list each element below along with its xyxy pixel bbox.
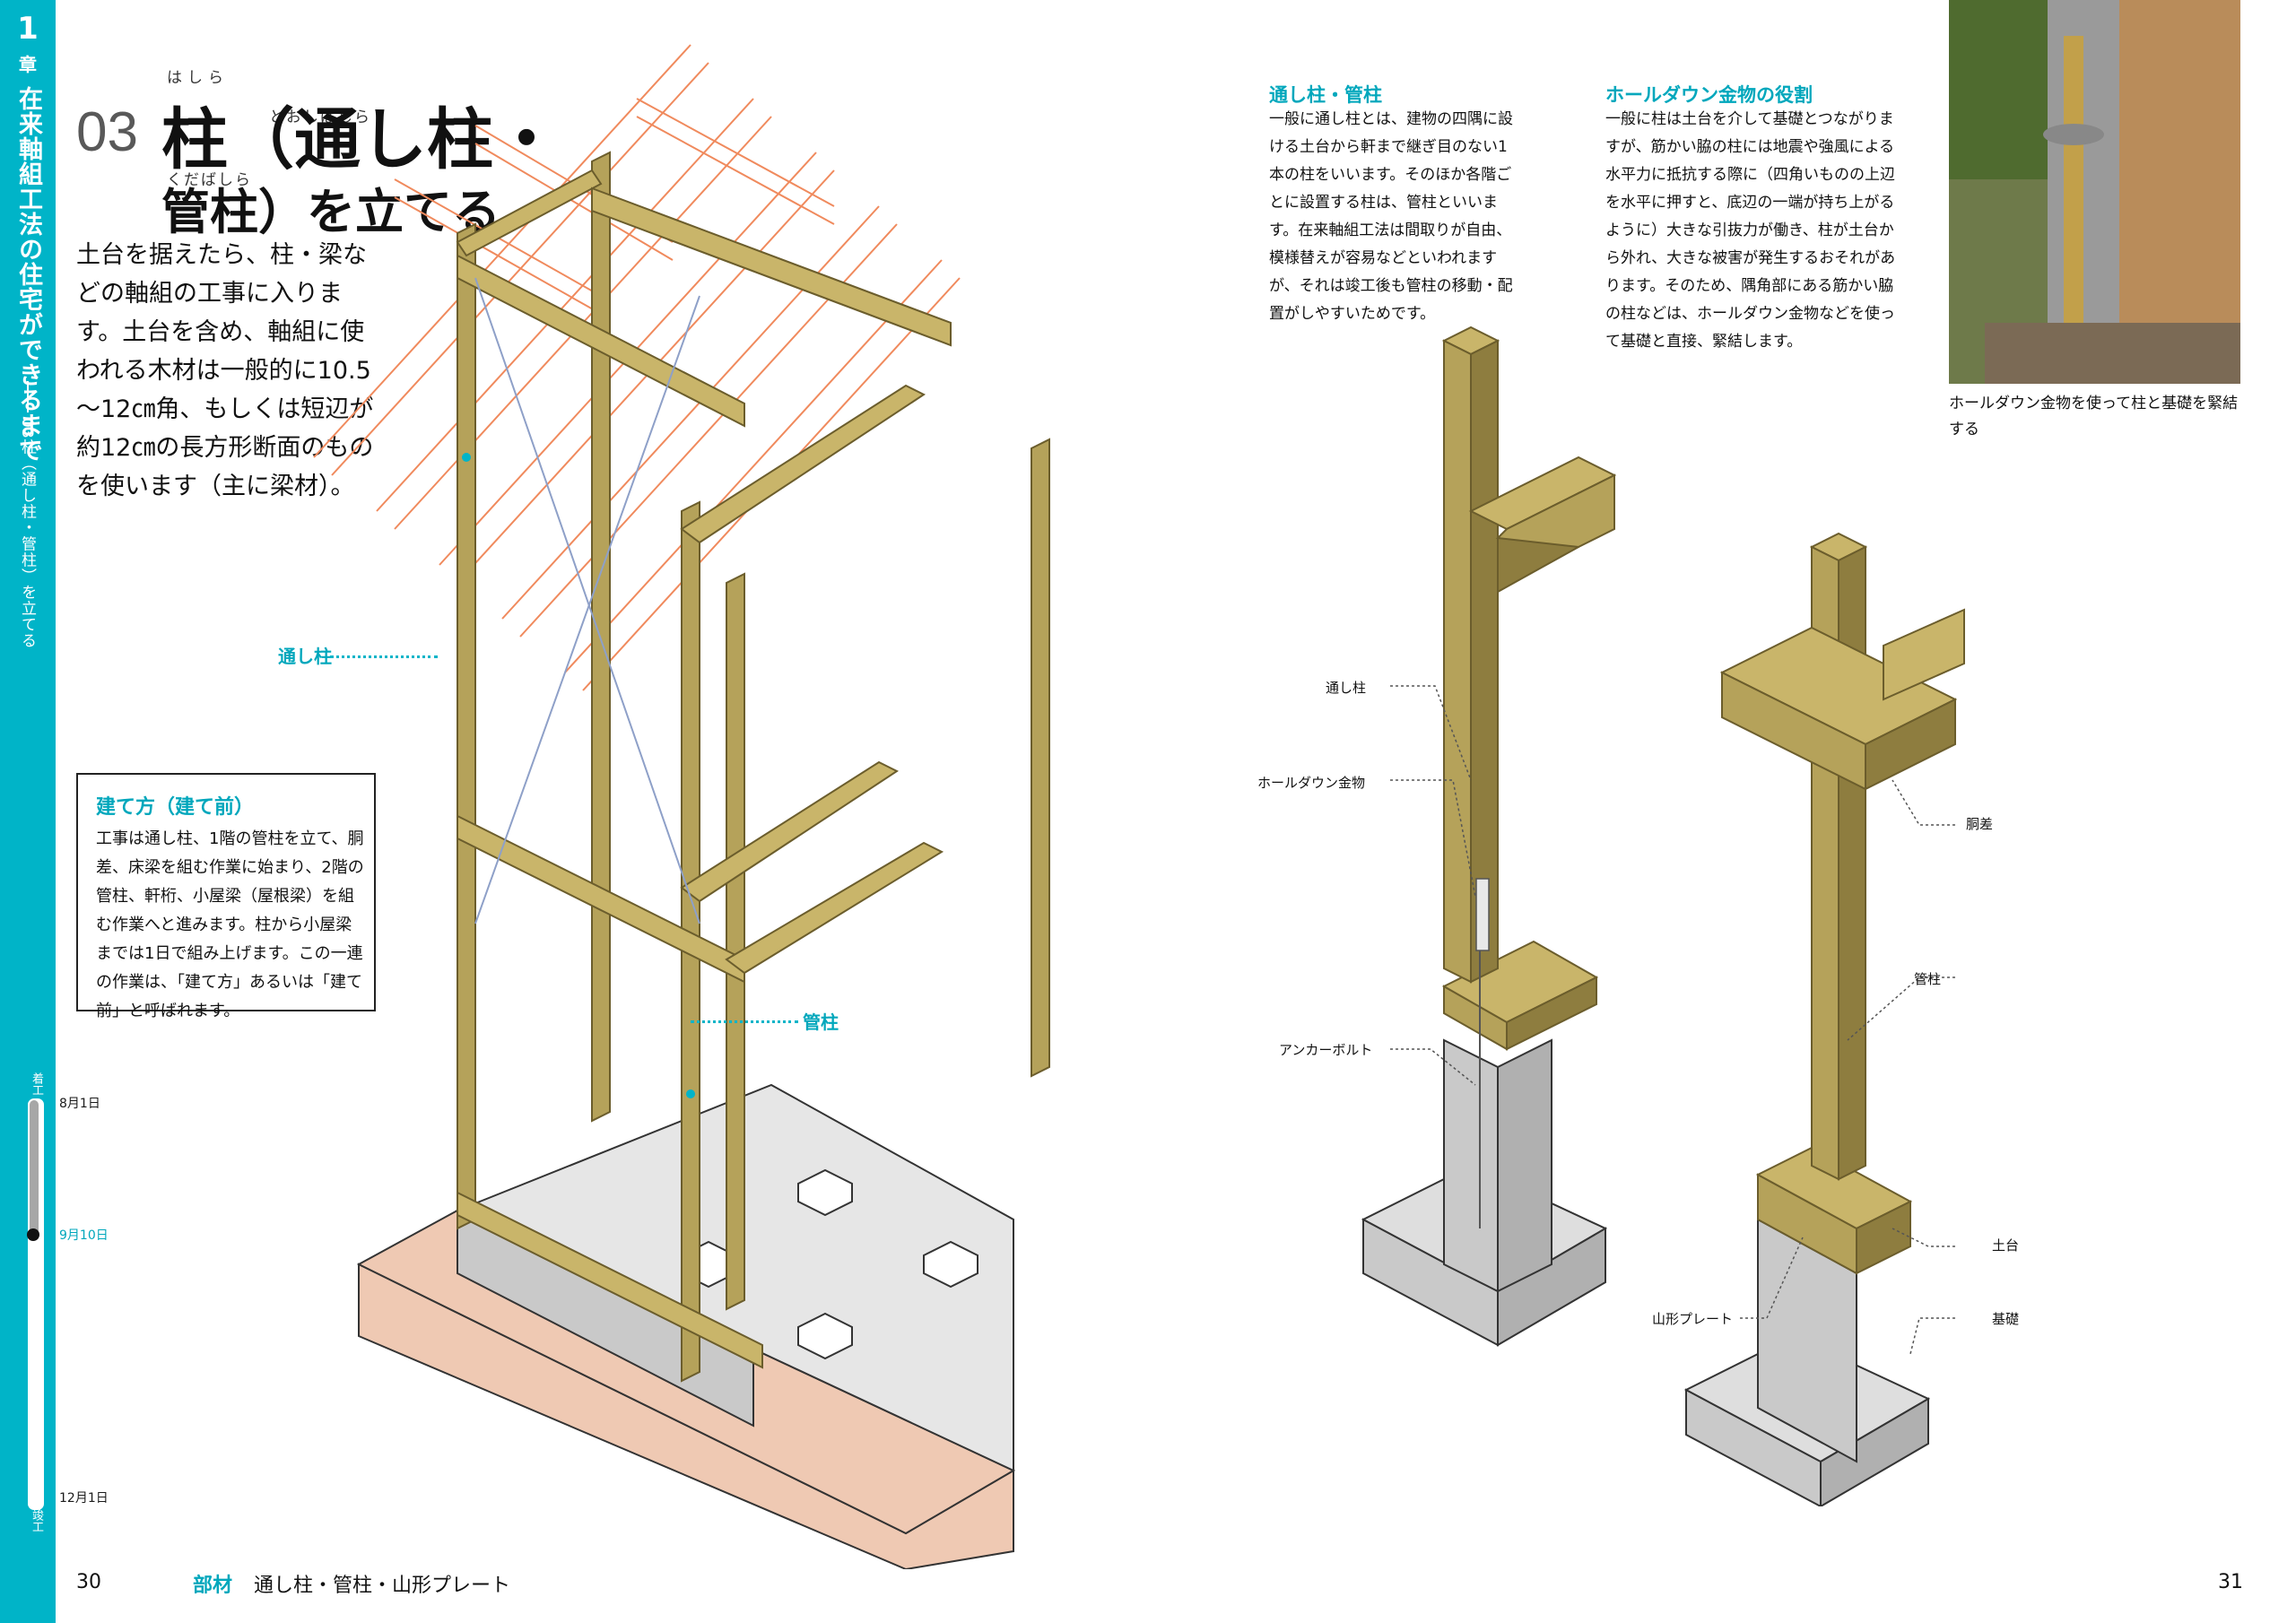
ruby-hashira: はしら (167, 69, 229, 87)
label-dousashi: 胴差 (1966, 816, 1994, 832)
page-number-right: 31 (2218, 1571, 2243, 1593)
label-holddown: ホールダウン金物 (1257, 775, 1366, 791)
timeline-date-end: 12月1日 (59, 1491, 109, 1506)
label-kiso: 基礎 (1992, 1311, 2020, 1327)
rafters (313, 44, 961, 691)
kuda-detail (1683, 532, 1965, 1506)
timeline-marker (27, 1228, 39, 1241)
callout-body: 工事は通し柱、1階の管柱を立て、胴差、床梁を組む作業に始まり、2階の管柱、軒桁、… (96, 829, 364, 1020)
col2-body: 一般に柱は土台を介して基礎とつながりますが、筋かい脇の柱には地震や強風による水平… (1605, 110, 1896, 351)
label-toori-bashira: 通し柱 (278, 646, 332, 667)
section-title: 03柱（通し柱・管柱）を立てる (18, 418, 36, 649)
timeline-date-start: 8月1日 (59, 1097, 100, 1111)
label-toori-right: 通し柱 (1326, 680, 1367, 696)
holddown-photo (1949, 0, 2240, 384)
page-number-left: 30 (76, 1571, 101, 1593)
ruby-kuda: くだばしら (167, 171, 252, 189)
side-divider (27, 381, 29, 412)
photo-caption: ホールダウン金物を使って柱と基礎を緊結する (1949, 395, 2239, 438)
timeline-start-label: 着工 (30, 1072, 43, 1096)
callout-box: 建て方（建て前） 工事は通し柱、1階の管柱を立て、胴差、床梁を組む作業に始まり、… (76, 773, 376, 1020)
page-title-line1: 柱（通し柱・ (161, 101, 560, 178)
label-kuda-bashira: 管柱 (803, 1011, 839, 1033)
col1-body: 一般に通し柱とは、建物の四隅に設ける土台から軒まで継ぎ目のない1本の柱をいいます… (1269, 110, 1513, 323)
leader-toori (330, 655, 438, 658)
intro-paragraph: 土台を据えたら、柱・梁などの軸組の工事に入ります。土台を含め、軸組に使われる木材… (76, 241, 374, 500)
leaders (1390, 685, 1955, 1355)
ruby-toori: とおしばしら (269, 108, 371, 126)
footer-key: 部材 (193, 1575, 233, 1597)
chapter-label: 章 (19, 54, 37, 75)
label-kuda-right: 管柱 (1914, 971, 1942, 987)
page-title-line2: 管柱）を立てる (161, 184, 500, 240)
frame-illustration (313, 44, 1050, 1569)
label-dodai: 土台 (1992, 1237, 2020, 1254)
chapter-number: 1 (17, 11, 39, 47)
section-number: 03 (76, 101, 138, 163)
braces (474, 277, 700, 924)
toori-detail (1361, 325, 1617, 1347)
col2-heading: ホールダウン金物の役割 (1605, 84, 1813, 106)
timeline-progress (30, 1100, 39, 1235)
footer-text: 通し柱・管柱・山形プレート (254, 1575, 511, 1597)
callout-heading: 建て方（建て前） (96, 796, 255, 819)
timeline-date-current: 9月10日 (59, 1228, 109, 1243)
timeline-end-label: 竣工 (30, 1509, 43, 1532)
col1-heading: 通し柱・管柱 (1269, 84, 1382, 106)
joint-illustrations (1361, 325, 1965, 1506)
label-anchor-bolt: アンカーボルト (1279, 1042, 1373, 1058)
label-yamagata-plate: 山形プレート (1652, 1311, 1734, 1327)
beams (456, 169, 952, 1369)
leader-kuda (691, 1020, 798, 1023)
